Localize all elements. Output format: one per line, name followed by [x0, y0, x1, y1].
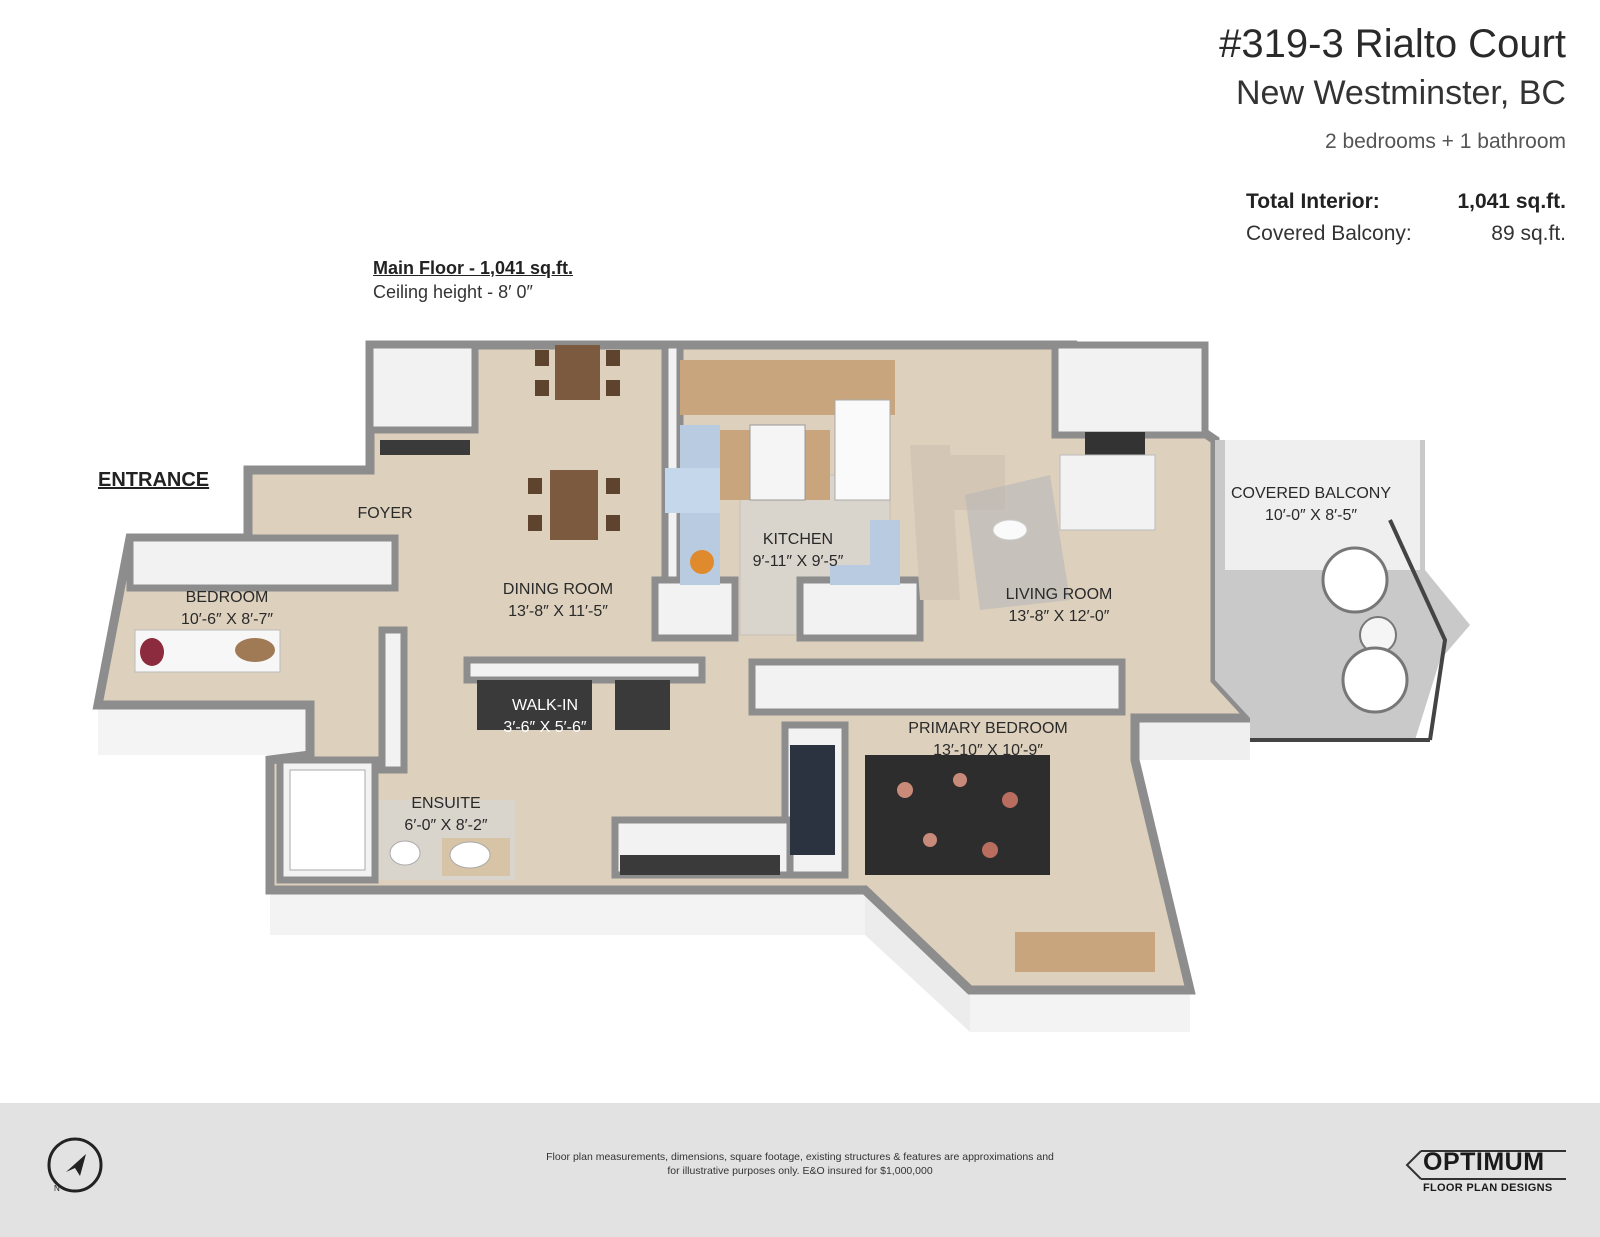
room-name: COVERED BALCONY	[1230, 485, 1392, 502]
room-name: KITCHEN	[762, 531, 834, 548]
rooms-summary: 2 bedrooms + 1 bathroom	[1324, 130, 1566, 153]
room-balcony: COVERED BALCONY 10′-0″ X 8′-5″	[1231, 483, 1391, 527]
svg-text:N: N	[54, 1184, 60, 1193]
north-compass-icon: N	[47, 1137, 103, 1193]
room-size: 10′-6″ X 8′-7″	[180, 611, 274, 628]
room-size: 10′-0″ X 8′-5″	[1264, 507, 1358, 524]
total-interior-row: Total Interior: 1,041 sq.ft.	[1246, 190, 1566, 214]
covered-balcony-label: Covered Balcony:	[1246, 222, 1412, 245]
footer-bar	[0, 1103, 1600, 1237]
room-name: PRIMARY BEDROOM	[908, 720, 1068, 737]
room-name: DINING ROOM	[502, 581, 614, 598]
living-furniture	[910, 432, 1156, 610]
logo-wordmark: OPTIMUM	[1423, 1148, 1545, 1176]
entrance-label: ENTRANCE	[98, 469, 210, 491]
ensuite-fixtures	[289, 769, 510, 876]
room-dining: DINING ROOM 13′-8″ X 11′-5″	[503, 579, 613, 623]
room-size: 13′-8″ X 11′-5″	[508, 603, 608, 620]
bedroom-bed	[134, 629, 281, 673]
room-walkin: WALK-IN 3′-6″ X 5′-6″	[503, 695, 586, 739]
covered-balcony-value: 89 sq.ft.	[1491, 222, 1566, 245]
room-foyer: FOYER	[357, 503, 412, 525]
room-name: FOYER	[357, 505, 413, 522]
total-interior-value: 1,041 sq.ft.	[1457, 190, 1566, 213]
balcony-furniture	[1250, 519, 1448, 742]
room-living: LIVING ROOM 13′-8″ X 12′-0″	[1006, 584, 1113, 628]
dining-tables	[528, 345, 620, 540]
disclaimer-line-1: Floor plan measurements, dimensions, squ…	[546, 1151, 1054, 1163]
disclaimer: Floor plan measurements, dimensions, squ…	[0, 1150, 1600, 1178]
optimum-logo-frame	[1405, 1150, 1566, 1180]
room-name: BEDROOM	[185, 589, 269, 606]
covered-balcony-row: Covered Balcony: 89 sq.ft.	[1246, 222, 1566, 246]
room-name: ENSUITE	[411, 795, 481, 812]
disclaimer-line-2: for illustrative purposes only. E&O insu…	[667, 1165, 933, 1177]
room-size: 3′-6″ X 5′-6″	[503, 719, 587, 736]
room-name: LIVING ROOM	[1005, 586, 1113, 603]
primary-bed	[865, 755, 1155, 972]
property-city: New Westminster, BC	[1235, 74, 1566, 112]
property-title: #319-3 Rialto Court	[1219, 22, 1566, 66]
closets	[380, 440, 835, 875]
floor-name: Main Floor - 1,041 sq.ft.	[373, 258, 574, 278]
room-size: 9′-11″ X 9′-5″	[752, 553, 844, 570]
floor-plan-illustration	[92, 340, 1470, 1032]
room-kitchen: KITCHEN 9′-11″ X 9′-5″	[753, 529, 844, 573]
room-ensuite: ENSUITE 6′-0″ X 8′-2″	[404, 793, 487, 837]
room-primary-bedroom: PRIMARY BEDROOM 13′-10″ X 10′-9″	[908, 718, 1067, 762]
room-bedroom: BEDROOM 10′-6″ X 8′-7″	[181, 587, 273, 631]
room-name: WALK-IN	[511, 697, 579, 714]
room-size: 13′-8″ X 12′-0″	[1008, 608, 1110, 625]
outer-wall-faces	[98, 705, 1250, 1032]
total-interior-label: Total Interior:	[1246, 190, 1380, 213]
room-size: 6′-0″ X 8′-2″	[404, 817, 488, 834]
kitchen-cabinets	[665, 360, 900, 585]
logo-tagline: FLOOR PLAN DESIGNS	[1423, 1182, 1553, 1194]
room-size: 13′-10″ X 10′-9″	[933, 742, 1043, 759]
ceiling-height: Ceiling height - 8′ 0″	[373, 282, 533, 302]
